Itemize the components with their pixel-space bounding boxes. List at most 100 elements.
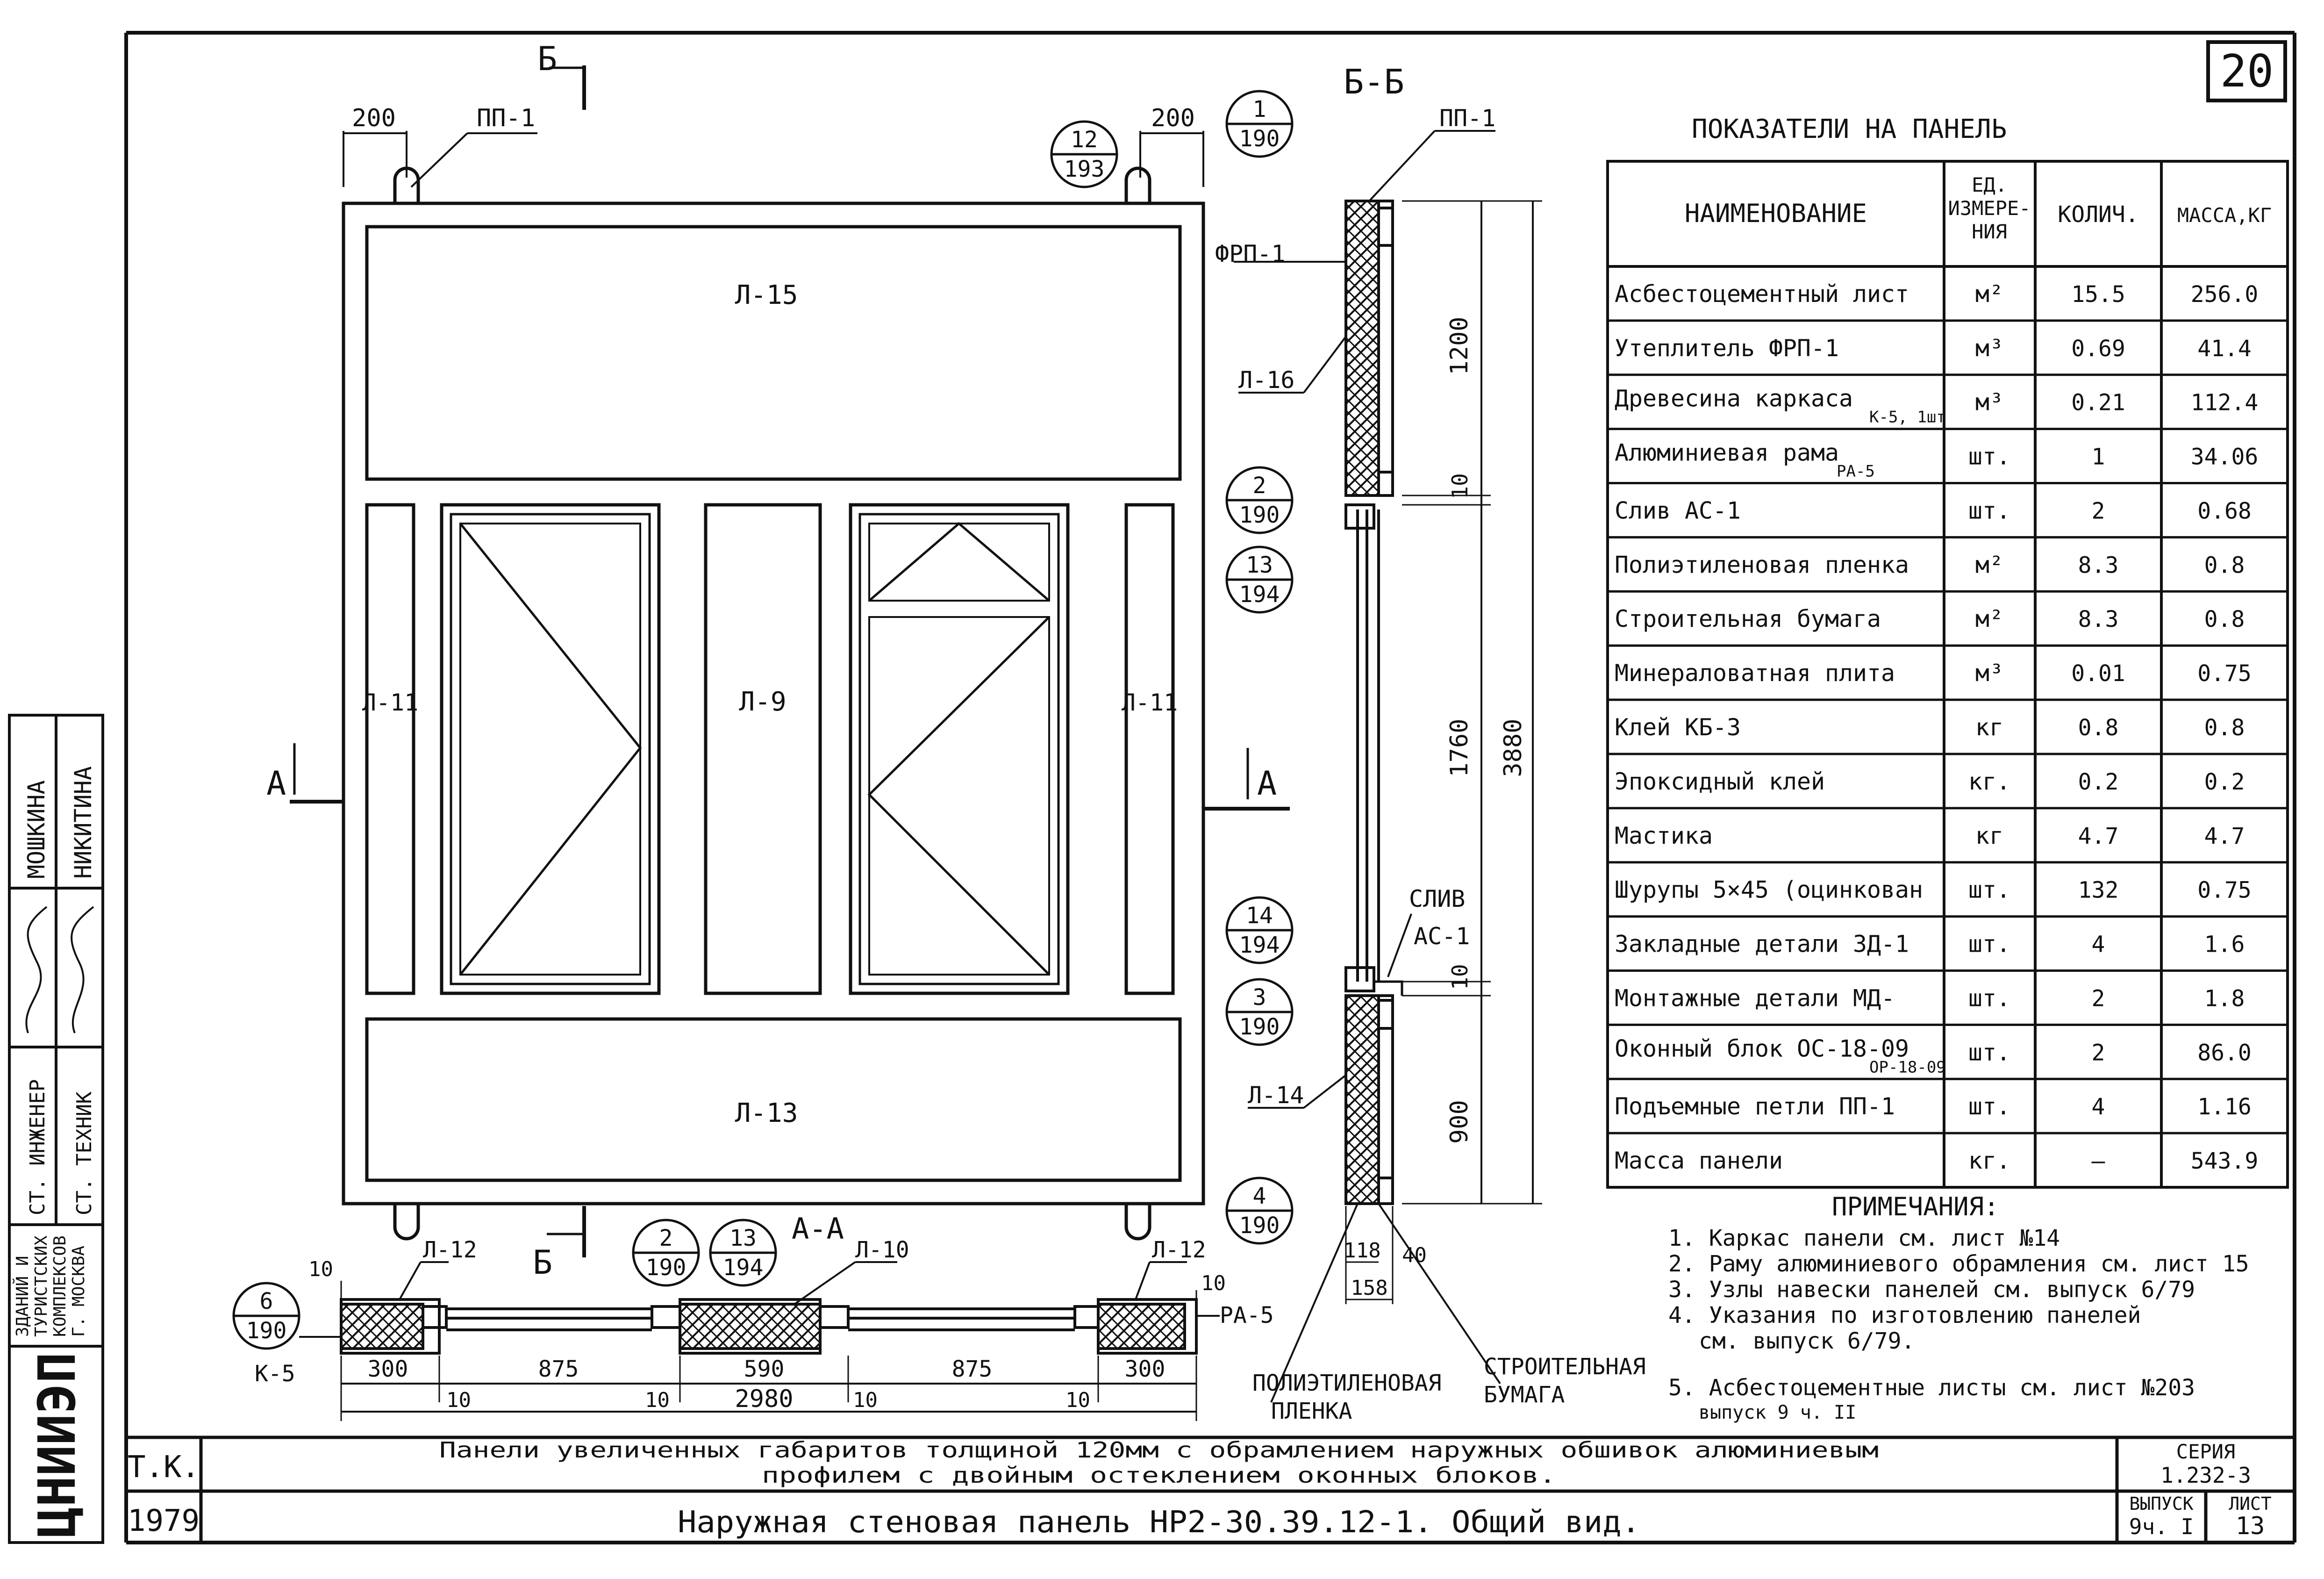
plan-dim-300-right: 300 (1125, 1356, 1166, 1382)
header-mass: МАССА,КГ (2177, 204, 2272, 227)
title-block-line1: Панели увеличенных габаритов толщиной 12… (439, 1437, 1879, 1463)
panel-label-center: Л-9 (739, 687, 786, 717)
svg-text:12: 12 (1071, 127, 1098, 153)
section-bb-sliv: СЛИВ (1409, 885, 1465, 912)
stamp-role-2: СТ. ТЕХНИК (72, 1091, 96, 1215)
table-cell-mass: 86.0 (2197, 1040, 2252, 1066)
section-mark-b-top: Б (537, 40, 557, 78)
table-cell-name: Минераловатная плита (1615, 660, 1895, 687)
dim-10-lower: 10 (1447, 964, 1473, 990)
table-cell-mass: 0.8 (2204, 606, 2245, 632)
indicators-table (1606, 160, 2289, 1189)
table-cell-name: Эпоксидный клей (1615, 768, 1825, 795)
table-cell-mass: 41.4 (2197, 336, 2252, 362)
table-cell-name: Утеплитель ФРП-1 (1615, 335, 1839, 362)
table-cell-unit: м² (1975, 551, 2003, 578)
table-cell-mass: 0.68 (2197, 498, 2252, 524)
dim-3880: 3880 (1499, 718, 1527, 777)
plan-aa-title: А-А (792, 1212, 844, 1246)
note-4: 4. Указания по изготовлению панелей (1668, 1302, 2141, 1328)
svg-text:6: 6 (260, 1288, 273, 1314)
table-cell-qty: 4 (2092, 1094, 2105, 1120)
indicators-title: ПОКАЗАТЕЛИ НА ПАНЕЛЬ (1692, 114, 2007, 144)
ref-circle-13-194-plan: 13 194 (709, 1219, 777, 1287)
cut-label-a-left: А (266, 764, 286, 803)
header-unit-1: ЕД. (1972, 173, 2007, 196)
stamp-org-3: КОМПЛЕКСОВ (50, 1235, 70, 1337)
signature-2-icon (71, 906, 94, 1034)
sheet-frame (124, 31, 2296, 1544)
dim-200-right: 200 (1151, 104, 1195, 132)
section-bb-l14: Л-14 (1248, 1082, 1304, 1109)
table-cell-name: Закладные детали ЗД-1 (1615, 931, 1909, 958)
table-cell-unit: кг. (1968, 1147, 2010, 1174)
table-cell-qty: 0.8 (2078, 715, 2119, 741)
table-cell-qty: 8.3 (2078, 552, 2119, 578)
ref-circle-12-193: 12 193 (1050, 120, 1118, 188)
plan-aa-view (299, 1261, 1220, 1421)
table-cell-unit: м² (1975, 605, 2003, 632)
table-cell-mass: 1.16 (2197, 1094, 2252, 1120)
dim-200-left: 200 (352, 104, 396, 132)
table-cell-name: Масса панели (1615, 1147, 1783, 1174)
svg-text:190: 190 (246, 1318, 287, 1344)
table-cell-qty: 0.2 (2078, 769, 2119, 795)
table-cell-unit: кг. (1968, 768, 2010, 795)
ref-circle-13-194: 13 194 (1225, 545, 1294, 614)
title-block-tk: Т.К. (128, 1450, 200, 1485)
signature-1-icon (25, 906, 48, 1034)
table-cell-unit: м² (1975, 280, 2003, 308)
svg-text:13: 13 (729, 1225, 757, 1251)
svg-text:3: 3 (1253, 984, 1266, 1011)
table-cell-name: Подъемные петли ПП-1 (1615, 1093, 1895, 1120)
dim-900: 900 (1445, 1100, 1473, 1144)
table-cell-qty: 2 (2092, 985, 2105, 1012)
sheet-label: ЛИСТ (2229, 1493, 2272, 1514)
title-block-line2: профилем с двойным остеклением оконных б… (762, 1463, 1556, 1488)
table-cell-unit: шт. (1968, 1039, 2010, 1066)
panel-label-right: Л-11 (1122, 689, 1178, 716)
label-paper-1: СТРОИТЕЛЬНАЯ (1484, 1354, 1646, 1380)
title-block-year: 1979 (128, 1504, 200, 1538)
table-cell-mass: 0.8 (2204, 715, 2245, 741)
plan-small-dim-4: 10 (1065, 1388, 1090, 1412)
plan-k5: К-5 (255, 1361, 295, 1387)
plan-l10: Л-10 (855, 1237, 909, 1263)
title-block-main-title: Наружная стеновая панель НР2-30.39.12-1.… (678, 1505, 1640, 1540)
table-cell-unit: шт. (1968, 443, 2010, 470)
table-cell-mass: 1.8 (2204, 985, 2245, 1012)
section-mark-b-bottom: Б (533, 1243, 552, 1282)
ref-circle-2-190: 2 190 (1225, 466, 1294, 534)
table-cell-mass: 112.4 (2191, 390, 2259, 416)
series-label: СЕРИЯ (2176, 1440, 2235, 1463)
table-cell-mass: 0.2 (2204, 769, 2245, 795)
stamp-logo: ЦНИИЭП (27, 1352, 87, 1538)
title-block (126, 1435, 2295, 1543)
svg-text:193: 193 (1064, 156, 1105, 182)
table-cell-name: Строительная бумага (1615, 605, 1881, 632)
table-cell-qty: 8.3 (2078, 606, 2119, 632)
plan-dim-875-right: 875 (952, 1356, 993, 1382)
table-cell-mass: 0.75 (2197, 660, 2252, 687)
dim-10-upper: 10 (1447, 473, 1473, 499)
plan-l12-right: Л-12 (1152, 1237, 1206, 1263)
plan-small-dim-1: 10 (446, 1388, 471, 1412)
plan-d10-top-right: 10 (1201, 1271, 1226, 1295)
ref-circle-3-190: 3 190 (1225, 978, 1294, 1046)
table-cell-mass: 543.9 (2191, 1148, 2259, 1174)
table-cell-unit: шт. (1968, 1093, 2010, 1120)
sheet-number: 20 (2220, 46, 2274, 97)
plan-small-dim-3: 10 (853, 1388, 878, 1412)
table-cell-unit: кг (1975, 822, 2003, 849)
table-cell-mass: 34.06 (2191, 444, 2259, 470)
plan-total-2980: 2980 (735, 1385, 793, 1413)
svg-text:190: 190 (1239, 1014, 1280, 1040)
svg-text:14: 14 (1246, 903, 1273, 929)
label-polyethylene-1: ПОЛИЭТИЛЕНОВАЯ (1252, 1370, 1442, 1396)
note-4b: см. выпуск 6/79. (1699, 1328, 1915, 1354)
section-bb-view (1234, 130, 1542, 1403)
svg-text:194: 194 (1239, 932, 1280, 958)
header-name: НАИМЕНОВАНИЕ (1685, 199, 1867, 228)
stamp-org-2: ТУРИСТСКИХ (32, 1235, 51, 1337)
